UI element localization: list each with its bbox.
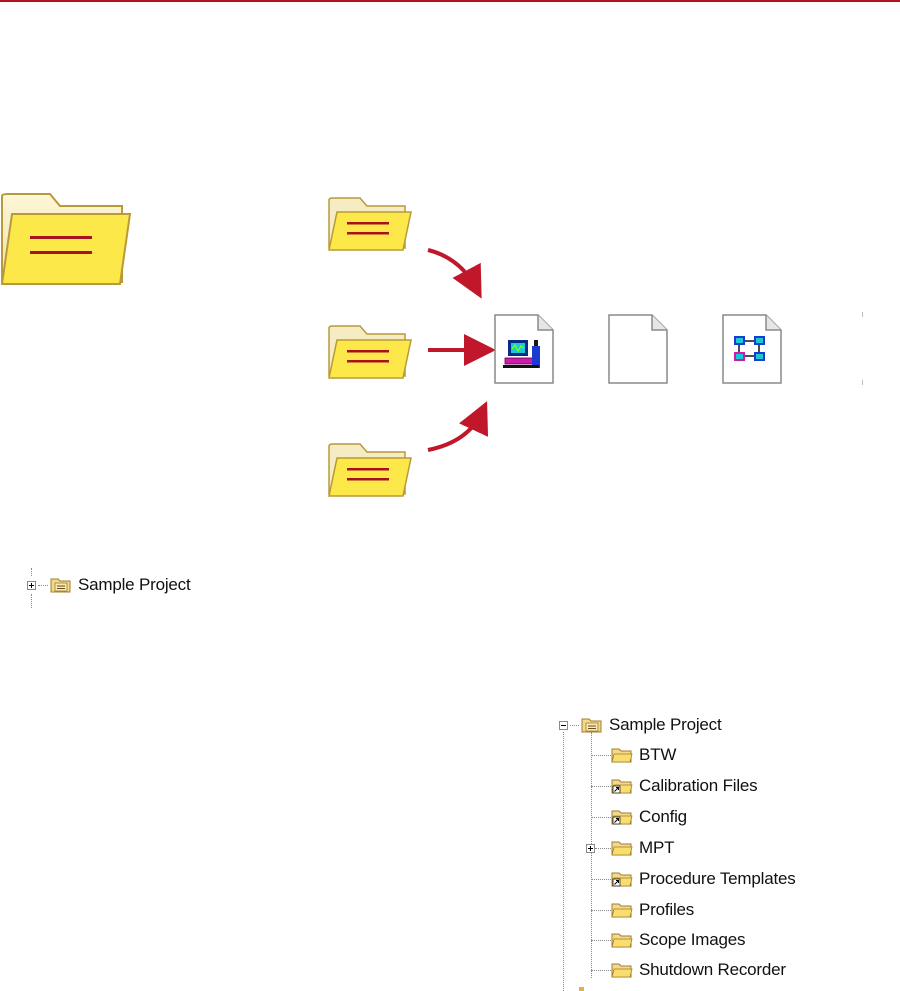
tree-node-root[interactable]: Sample Project	[555, 710, 722, 740]
folder-icon	[611, 963, 633, 978]
tree-node-label: BTW	[639, 745, 677, 764]
project-tree-collapsed: Sample Project	[22, 568, 282, 608]
clipped-tree-item	[579, 987, 584, 991]
tree-node-btw[interactable]: BTW	[591, 740, 676, 770]
expand-toggle[interactable]	[27, 580, 36, 590]
tree-node-procedure-templates[interactable]: Procedure Templates	[591, 864, 796, 894]
edge-mark	[862, 380, 863, 385]
tree-node-label: MPT	[639, 838, 675, 857]
top-rule	[0, 0, 900, 2]
folder-icon	[328, 325, 412, 379]
network-file-icon	[722, 314, 782, 384]
expand-toggle[interactable]	[586, 843, 595, 853]
folder-icon	[611, 841, 633, 856]
folder-shortcut-icon	[611, 872, 633, 887]
tree-node-label: Profiles	[639, 900, 695, 919]
folder-icon	[611, 748, 633, 763]
tree-node-profiles[interactable]: Profiles	[591, 895, 694, 925]
tree-node-mpt[interactable]: MPT	[586, 833, 674, 863]
tree-node-label: Procedure Templates	[639, 869, 796, 888]
folder-icon	[611, 903, 633, 918]
folder-shortcut-icon	[611, 779, 633, 794]
folder-icon	[611, 933, 633, 948]
arrows-group	[427, 248, 496, 452]
tree-node-config[interactable]: Config	[591, 802, 687, 832]
blank-file-icon	[608, 314, 668, 384]
workstation-file-icon	[494, 314, 554, 384]
tree-node-shutdown-recorder[interactable]: Shutdown Recorder	[591, 955, 786, 985]
folder-icon	[328, 443, 412, 497]
collapse-toggle[interactable]	[559, 720, 568, 730]
curved-arrow-icon	[427, 248, 482, 299]
tree-node-calibration-files[interactable]: Calibration Files	[591, 771, 758, 801]
folder-icon	[328, 197, 412, 251]
tree-node-label: Scope Images	[639, 930, 746, 949]
tree-node-label: Shutdown Recorder	[639, 960, 786, 979]
tree-node-scope-images[interactable]: Scope Images	[591, 925, 745, 955]
edge-mark	[862, 312, 863, 317]
tree-node-label: Sample Project	[609, 715, 722, 734]
project-folder-icon	[50, 578, 71, 593]
tree-node-label: Sample Project	[78, 575, 191, 594]
tree-node-label: Calibration Files	[639, 776, 758, 795]
project-folder-icon	[581, 718, 602, 733]
folder-shortcut-icon	[611, 810, 633, 825]
project-tree-expanded: Sample Project BTW Calibration Files Con…	[555, 710, 900, 991]
folder-icon	[0, 193, 132, 285]
tree-node-root[interactable]: Sample Project	[22, 570, 191, 600]
curved-arrow-icon	[427, 401, 489, 452]
tree-node-label: Config	[639, 807, 687, 826]
